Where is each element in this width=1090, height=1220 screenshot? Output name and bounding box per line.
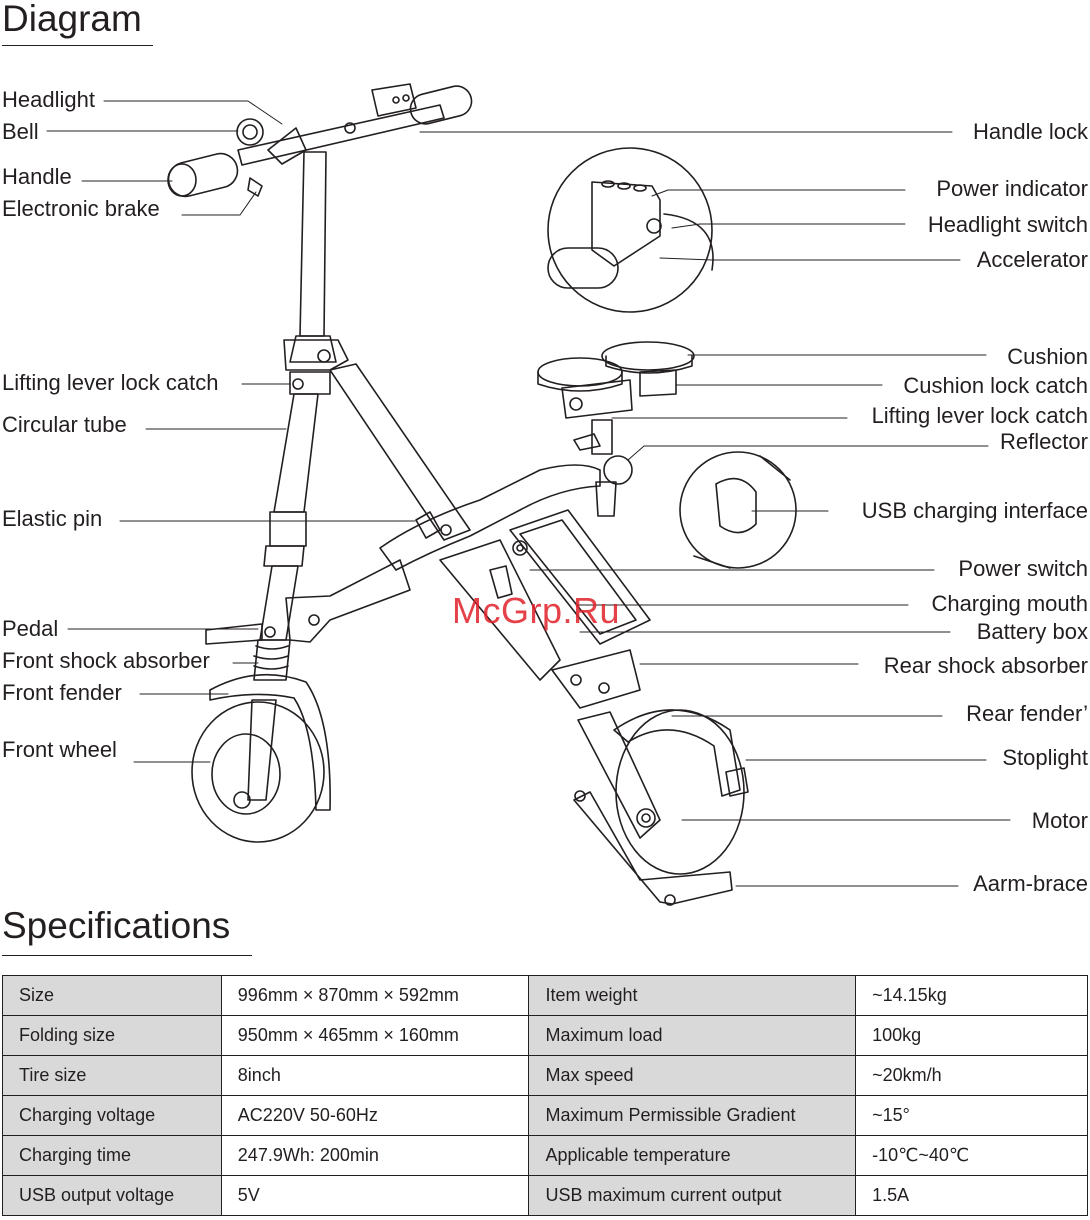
label-front-shock-absorber: Front shock absorber bbox=[2, 648, 210, 673]
label-battery-box: Battery box bbox=[976, 619, 1088, 644]
label-power-indicator: Power indicator bbox=[936, 176, 1088, 201]
table-row: USB output voltage 5V USB maximum curren… bbox=[2, 1175, 1088, 1216]
spec-value: ~20km/h bbox=[855, 1055, 1088, 1096]
label-handle-lock: Handle lock bbox=[973, 119, 1088, 144]
label-stoplight: Stoplight bbox=[1002, 745, 1088, 770]
spec-key: Item weight bbox=[528, 975, 857, 1016]
table-row: Folding size 950mm × 465mm × 160mm Maxim… bbox=[2, 1015, 1088, 1056]
specifications-table: Size 996mm × 870mm × 592mm Item weight ~… bbox=[2, 975, 1088, 1216]
spec-value: AC220V 50-60Hz bbox=[220, 1095, 530, 1136]
diagram-heading-rule bbox=[2, 45, 153, 46]
table-row: Charging voltage AC220V 50-60Hz Maximum … bbox=[2, 1095, 1088, 1136]
label-handle: Handle bbox=[2, 164, 72, 189]
label-motor: Motor bbox=[1031, 808, 1088, 833]
table-row: Charging time 247.9Wh: 200min Applicable… bbox=[2, 1135, 1088, 1176]
spec-key: Applicable temperature bbox=[528, 1135, 857, 1176]
label-cushion-lock-catch: Cushion lock catch bbox=[903, 373, 1088, 398]
spec-key: Folding size bbox=[2, 1015, 222, 1056]
rear-wheel-assembly bbox=[551, 649, 749, 906]
front-wheel-assembly bbox=[191, 673, 331, 843]
label-lifting-lever-lock-catch-rear: Lifting lever lock catch bbox=[871, 403, 1088, 428]
label-reflector: Reflector bbox=[999, 429, 1088, 454]
detail-circle-handle bbox=[547, 147, 714, 313]
main-frame bbox=[285, 363, 601, 681]
label-cushion: Cushion bbox=[1007, 344, 1088, 369]
diagram-heading: Diagram bbox=[2, 0, 142, 39]
spec-key: USB maximum current output bbox=[528, 1175, 857, 1216]
label-pedal: Pedal bbox=[2, 616, 59, 641]
spec-key: Charging time bbox=[2, 1135, 222, 1176]
spec-value: 1.5A bbox=[855, 1175, 1088, 1216]
spec-value: ~15° bbox=[855, 1095, 1088, 1136]
spec-key: Maximum load bbox=[528, 1015, 857, 1056]
label-front-wheel: Front wheel bbox=[2, 737, 117, 762]
spec-value: 5V bbox=[220, 1175, 530, 1216]
label-power-switch: Power switch bbox=[958, 556, 1088, 581]
label-rear-shock-absorber: Rear shock absorber bbox=[883, 653, 1088, 678]
table-row: Tire size 8inch Max speed ~20km/h bbox=[2, 1055, 1088, 1096]
label-elastic-pin: Elastic pin bbox=[2, 506, 103, 531]
label-charging-mouth: Charging mouth bbox=[931, 591, 1088, 616]
seat-assembly bbox=[537, 341, 695, 517]
spec-key: USB output voltage bbox=[2, 1175, 222, 1216]
spec-value: ~14.15kg bbox=[855, 975, 1088, 1016]
spec-value: 8inch bbox=[220, 1055, 530, 1096]
leader-lines bbox=[46, 100, 1011, 887]
label-circular-tube: Circular tube bbox=[2, 412, 127, 437]
label-headlight-switch: Headlight switch bbox=[927, 212, 1088, 237]
specifications-heading-rule bbox=[2, 955, 252, 956]
steering-column bbox=[205, 151, 349, 681]
spec-key: Max speed bbox=[528, 1055, 857, 1096]
label-lifting-lever-lock-catch-front: Lifting lever lock catch bbox=[2, 370, 219, 395]
spec-key: Size bbox=[2, 975, 222, 1016]
specifications-heading: Specifications bbox=[2, 905, 231, 946]
spec-value: 100kg bbox=[855, 1015, 1088, 1056]
label-front-fender: Front fender bbox=[2, 680, 122, 705]
label-electronic-brake: Electronic brake bbox=[2, 196, 160, 221]
spec-value: 996mm × 870mm × 592mm bbox=[220, 975, 530, 1016]
spec-key: Maximum Permissible Gradient bbox=[528, 1095, 857, 1136]
battery-box bbox=[509, 509, 651, 645]
spec-value: 950mm × 465mm × 160mm bbox=[220, 1015, 530, 1056]
spec-value: 247.9Wh: 200min bbox=[220, 1135, 530, 1176]
handlebar bbox=[167, 83, 473, 198]
table-row: Size 996mm × 870mm × 592mm Item weight ~… bbox=[2, 975, 1088, 1016]
detail-circle-usb bbox=[679, 451, 797, 569]
label-aarm-brace: Aarm-brace bbox=[973, 871, 1088, 896]
label-usb-charging-interface: USB charging interface bbox=[861, 498, 1088, 523]
label-accelerator: Accelerator bbox=[976, 247, 1088, 272]
spec-value: -10℃~40℃ bbox=[855, 1135, 1088, 1176]
label-headlight: Headlight bbox=[2, 87, 95, 112]
label-rear-fender: Rear fender’ bbox=[966, 701, 1088, 726]
label-bell: Bell bbox=[2, 119, 39, 144]
spec-key: Charging voltage bbox=[2, 1095, 222, 1136]
scooter-diagram bbox=[46, 83, 1011, 906]
spec-key: Tire size bbox=[2, 1055, 222, 1096]
watermark: McGrp.Ru bbox=[452, 590, 621, 631]
